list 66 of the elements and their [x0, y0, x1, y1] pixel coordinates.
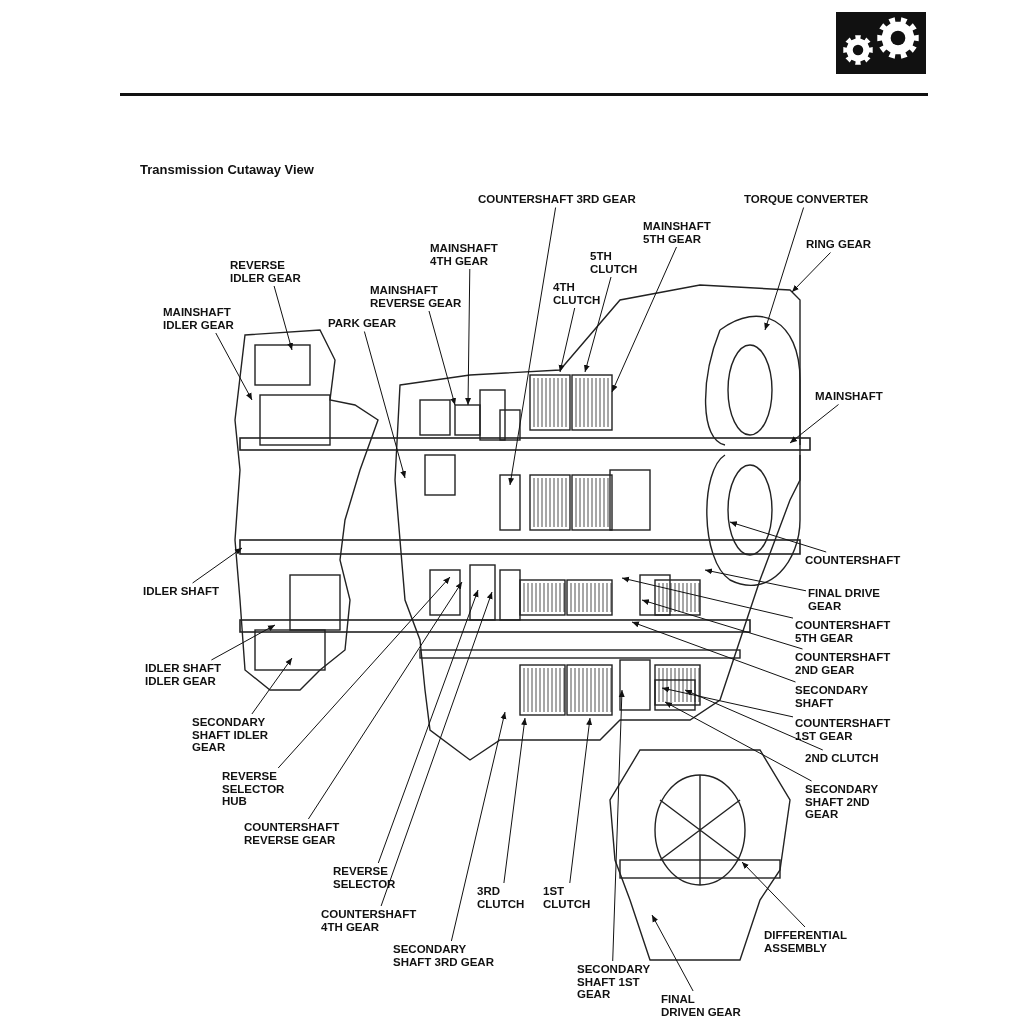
callout-label: MAINSHAFT 4TH GEAR: [430, 242, 510, 267]
callout-label: SECONDARY SHAFT: [795, 684, 875, 709]
leader-line: [661, 686, 794, 718]
callout-label: MAINSHAFT: [815, 390, 883, 403]
leader-line: [611, 246, 677, 393]
callout-label: SECONDARY SHAFT 3RD GEAR: [393, 943, 503, 968]
callout-label: FINAL DRIVEN GEAR: [661, 993, 741, 1018]
callout-label: FINAL DRIVE GEAR: [808, 587, 888, 612]
leader-line: [558, 307, 576, 373]
callout-label: COUNTERSHAFT REVERSE GEAR: [244, 821, 354, 846]
leader-line: [277, 576, 451, 769]
callout-label: COUNTERSHAFT 5TH GEAR: [795, 619, 905, 644]
callout-label: COUNTERSHAFT 3RD GEAR: [478, 193, 636, 206]
callout-label: SECONDARY SHAFT IDLER GEAR: [192, 716, 282, 754]
leader-line: [192, 547, 243, 584]
callout-label: COUNTERSHAFT: [805, 554, 901, 567]
leader-line: [503, 717, 528, 884]
callout-label: REVERSE SELECTOR: [333, 865, 413, 890]
leader-line: [377, 589, 479, 864]
callout-label: REVERSE IDLER GEAR: [230, 259, 310, 284]
callout-label: DIFFERENTIAL ASSEMBLY: [764, 929, 874, 954]
callout-label: MAINSHAFT 5TH GEAR: [643, 220, 723, 245]
callout-label: 2ND CLUTCH: [805, 752, 879, 765]
leader-line: [583, 276, 612, 373]
leader-line: [210, 624, 276, 661]
leader-line: [631, 621, 796, 683]
callout-label: RING GEAR: [806, 238, 872, 251]
leader-line: [791, 252, 831, 293]
callout-label: IDLER SHAFT IDLER GEAR: [145, 662, 225, 687]
callout-label: 3RD CLUTCH: [477, 885, 527, 910]
leader-line: [641, 599, 803, 650]
callout-label: 4TH CLUTCH: [553, 281, 603, 306]
leader-line: [307, 581, 463, 820]
leader-line: [621, 576, 794, 619]
callout-label: PARK GEAR: [328, 317, 397, 330]
leader-line: [789, 404, 839, 444]
callout-label: 1ST CLUTCH: [543, 885, 593, 910]
leader-line: [612, 689, 625, 962]
callout-label: IDLER SHAFT: [143, 585, 220, 598]
leader-line: [273, 285, 293, 351]
leader-line: [651, 914, 694, 992]
leader-line: [664, 701, 812, 782]
callout-label: REVERSE SELECTOR HUB: [222, 770, 297, 808]
leader-line: [704, 568, 807, 592]
callout-label: COUNTERSHAFT 2ND GEAR: [795, 651, 905, 676]
leader-line: [380, 591, 493, 907]
leader-line: [741, 861, 806, 928]
diagram-title: Transmission Cutaway View: [140, 162, 314, 177]
leader-line: [729, 521, 827, 553]
leader-line: [684, 689, 824, 751]
leader-line: [450, 711, 507, 942]
leader-line: [215, 332, 253, 401]
callout-label: COUNTERSHAFT 4TH GEAR: [321, 908, 431, 933]
leader-line: [428, 310, 457, 406]
callout-label: SECONDARY SHAFT 2ND GEAR: [805, 783, 895, 821]
leader-line: [251, 657, 293, 715]
leader-line: [465, 268, 472, 406]
leader-line: [363, 331, 406, 479]
leader-line: [508, 207, 557, 486]
callout-label: 5TH CLUTCH: [590, 250, 640, 275]
callout-label: MAINSHAFT REVERSE GEAR: [370, 284, 480, 309]
callout-label: MAINSHAFT IDLER GEAR: [163, 306, 253, 331]
callout-label: TORQUE CONVERTER: [744, 193, 869, 206]
callout-label: COUNTERSHAFT 1ST GEAR: [795, 717, 905, 742]
leader-line: [569, 717, 593, 884]
leader-line: [764, 207, 805, 331]
